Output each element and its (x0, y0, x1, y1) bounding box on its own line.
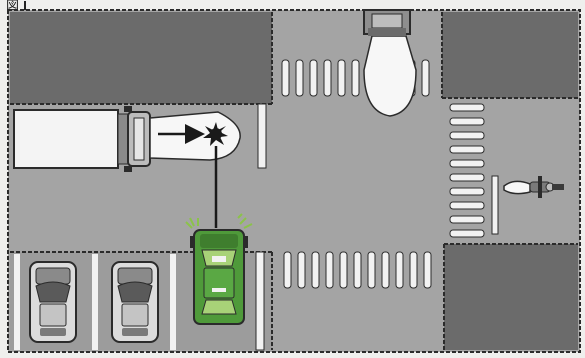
crosswalk-north (281, 59, 430, 97)
block-bottom-right (444, 244, 578, 350)
block-top-left (10, 12, 272, 104)
stop-line-east (491, 175, 499, 235)
crosswalk-south (283, 251, 432, 289)
block-top-right (442, 12, 578, 98)
figure-label-tick (24, 1, 27, 11)
crosswalk-east (449, 103, 485, 238)
collision-zone (149, 111, 241, 228)
green-car-icon (185, 213, 253, 325)
collision-star-icon (203, 122, 228, 146)
truck-icon (13, 106, 151, 172)
motorcycle-icon (503, 176, 564, 198)
parked-car-icon (29, 261, 77, 343)
oncoming-car-icon (363, 9, 417, 117)
stop-line-west (257, 103, 267, 169)
parked-car-icon (111, 261, 159, 343)
